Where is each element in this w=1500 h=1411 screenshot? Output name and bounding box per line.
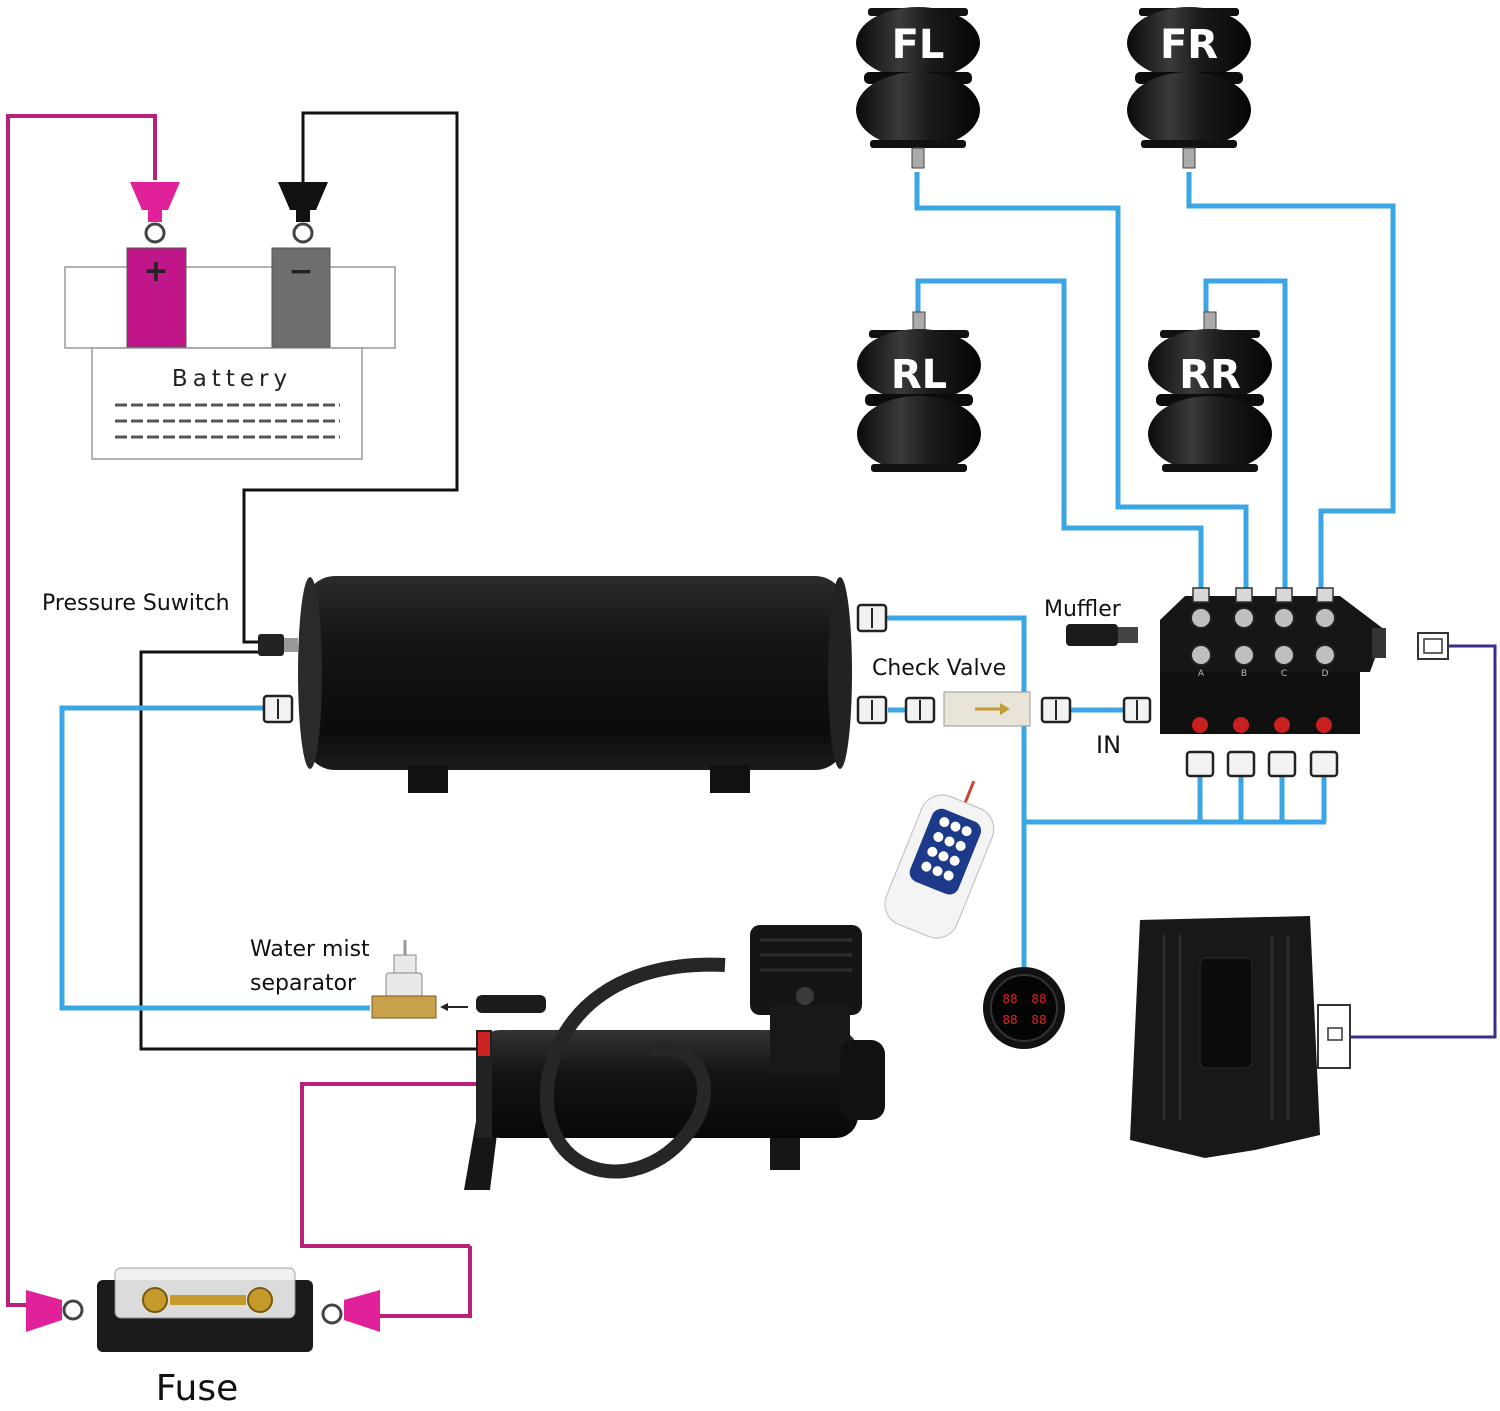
air-tank-icon	[298, 576, 852, 793]
control-box	[1130, 916, 1351, 1158]
air-spring-label-rl: RL	[891, 352, 947, 398]
positive-wires	[6, 114, 476, 1318]
tank-fitting-left	[262, 694, 294, 724]
air-spring-icon	[1148, 311, 1272, 472]
remote-control	[884, 780, 995, 939]
air-spring-fl: FL	[856, 7, 980, 169]
gauge-readout-bottom-left: 88	[1002, 1013, 1017, 1027]
gauge-readout-bottom-right: 88	[1031, 1013, 1046, 1027]
valve-port-label-d: D	[1322, 669, 1329, 679]
air-spring-icon	[856, 7, 980, 169]
air-spring-label-rr: RR	[1179, 352, 1241, 398]
gauge-readout-right: 88	[1031, 992, 1046, 1006]
fuse-holder	[26, 1267, 380, 1352]
valve-port-label-b: B	[1241, 669, 1247, 679]
fuse-right-lug	[321, 1290, 380, 1332]
check-valve	[904, 691, 1152, 727]
battery-plus-sign: +	[143, 254, 168, 289]
tank-fitting-top-right	[856, 603, 888, 633]
tank-fitting-bottom-right	[856, 695, 888, 725]
gauge-readout-left: 88	[1002, 992, 1017, 1006]
fuse-left-lug	[26, 1290, 84, 1332]
valve-manifold: A B C D	[1160, 587, 1386, 778]
negative-lug	[278, 182, 328, 244]
battery-top	[64, 266, 396, 349]
water-mist-label-line1: Water mist	[250, 937, 370, 962]
control-box-icon	[1130, 916, 1351, 1158]
valve-top-row	[1190, 607, 1336, 666]
air-spring-icon	[1127, 7, 1251, 169]
pressure-switch	[258, 634, 298, 656]
battery-negative-terminal	[271, 247, 331, 348]
negative-wire	[139, 111, 476, 1051]
valve-top-fittings	[1192, 587, 1334, 603]
air-spring-rl: RL	[857, 311, 981, 472]
signal-wire	[1350, 644, 1497, 1039]
signal-connector	[1417, 632, 1449, 660]
check-valve-label: Check Valve	[872, 656, 1006, 681]
digital-gauge-icon	[983, 967, 1065, 1049]
air-spring-icon	[857, 311, 981, 472]
fuse-label: Fuse	[156, 1368, 238, 1406]
muffler-label: Muffler	[1044, 597, 1122, 622]
valve-red-ports	[1192, 717, 1332, 733]
battery-label: Battery	[172, 366, 292, 392]
fuse-holder-icon	[97, 1267, 313, 1352]
air-lines	[59, 172, 1396, 1011]
muffler	[1066, 624, 1138, 646]
inlet-label: IN	[1096, 731, 1121, 759]
air-spring-label-fr: FR	[1160, 22, 1218, 68]
air-spring-rr: RR	[1148, 311, 1272, 472]
battery-grille	[115, 403, 340, 439]
water-mist-label-line2: separator	[250, 971, 357, 996]
valve-bottom-fittings	[1185, 750, 1339, 778]
air-compressor-icon	[464, 925, 885, 1190]
valve-port-label-a: A	[1198, 669, 1205, 679]
air-spring-label-fl: FL	[892, 22, 945, 68]
battery-minus-sign: −	[288, 254, 313, 289]
pressure-switch-label: Pressure Suwitch	[42, 591, 230, 616]
air-compressor	[464, 925, 885, 1190]
valve-port-labels: A B C D	[1198, 669, 1329, 679]
positive-lug	[130, 182, 180, 244]
remote-control-icon	[884, 780, 995, 939]
valve-port-label-c: C	[1281, 669, 1287, 679]
pressure-gauge: 88 88 88 88	[983, 967, 1065, 1049]
water-mist-separator	[371, 940, 468, 1019]
air-spring-fr: FR	[1127, 7, 1251, 169]
battery: + − Battery	[64, 182, 396, 460]
battery-positive-terminal	[126, 247, 187, 348]
air-tank	[258, 576, 888, 793]
